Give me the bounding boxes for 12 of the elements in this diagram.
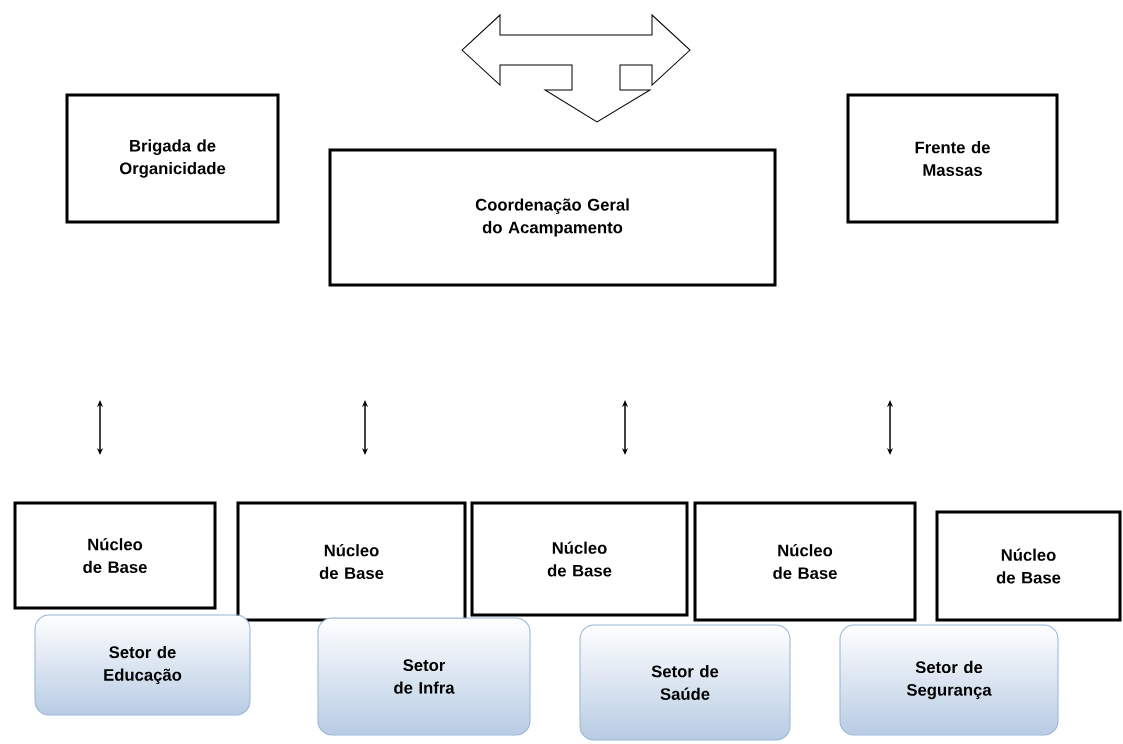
org-box: Brigada de Organicidade: [65, 93, 280, 224]
org-box: Frente de Massas: [846, 93, 1059, 224]
org-box: Núcleo de Base: [13, 501, 217, 610]
org-box: Núcleo de Base: [693, 501, 917, 622]
org-box: Núcleo de Base: [236, 501, 467, 622]
sector-box: Setor de Educação: [34, 614, 251, 716]
sector-box: Setor de Infra: [317, 617, 531, 736]
org-box: Núcleo de Base: [470, 501, 689, 617]
sector-box: Setor de Segurança: [839, 624, 1059, 736]
org-box: Núcleo de Base: [935, 510, 1122, 622]
org-box: Coordenação Geral do Acampamento: [328, 148, 777, 287]
sector-box: Setor de Saúde: [579, 624, 791, 741]
